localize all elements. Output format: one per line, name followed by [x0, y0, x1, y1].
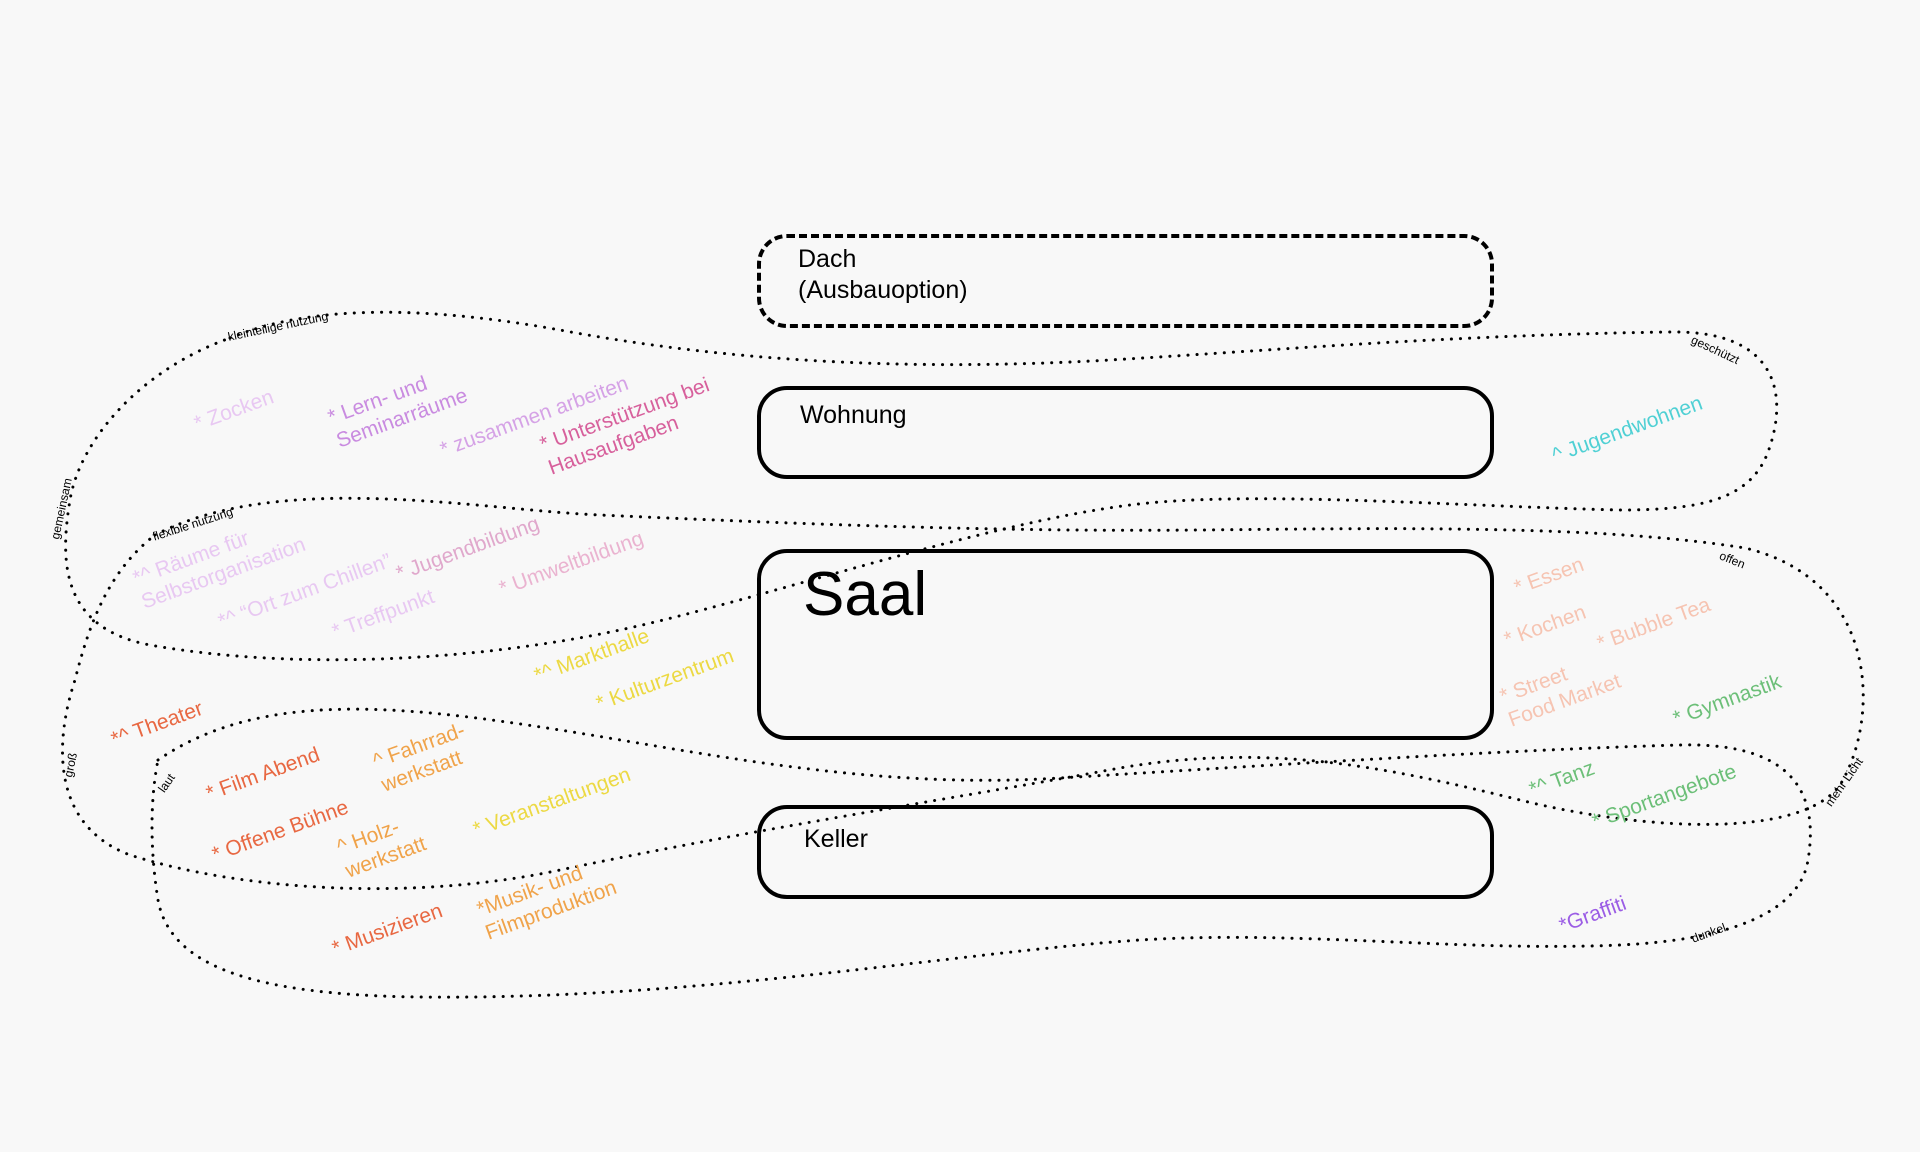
room-saal-label: Saal: [803, 560, 928, 629]
room-dach-label: Dach (Ausbauoption): [798, 245, 968, 304]
zone-upper-loop: [64, 310, 1779, 662]
room-wohnung-label: Wohnung: [800, 401, 907, 429]
room-saal[interactable]: [757, 549, 1494, 740]
room-wohnung[interactable]: [757, 386, 1494, 479]
zone-lower-loop: [150, 707, 1812, 999]
room-dach[interactable]: [757, 234, 1494, 328]
room-keller-label: Keller: [804, 825, 868, 853]
room-keller[interactable]: [757, 805, 1494, 899]
